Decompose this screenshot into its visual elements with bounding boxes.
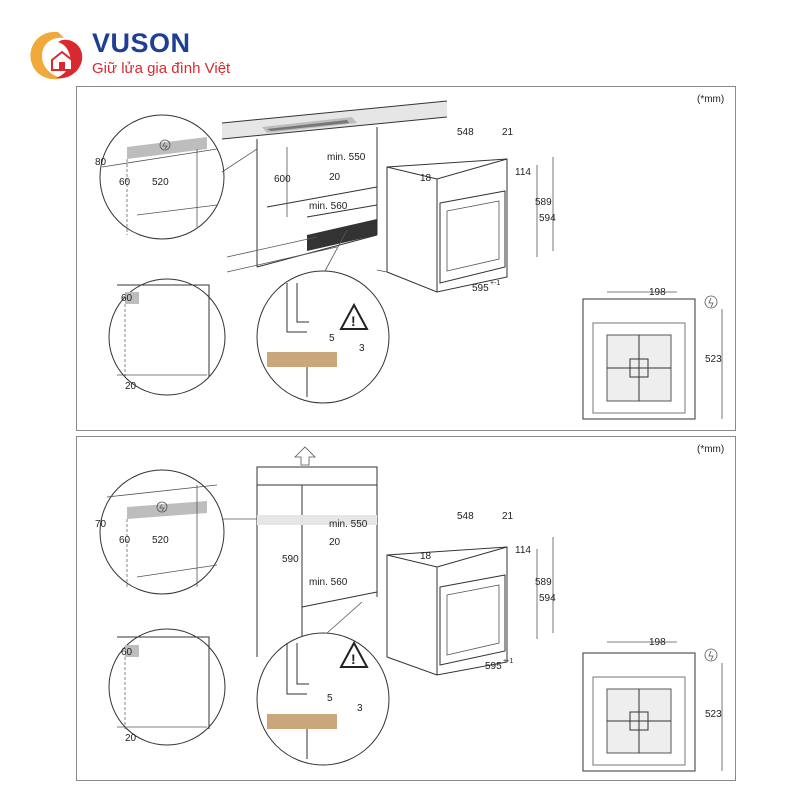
- dim-60-bottom: 60: [121, 293, 133, 304]
- dim-5: 5: [327, 693, 333, 704]
- power-socket-icon-side: [704, 648, 718, 662]
- dim-18: 18: [420, 551, 432, 562]
- wood-panel: [267, 714, 337, 729]
- dim-595-tolerance: +-1: [503, 658, 513, 665]
- dim-3: 3: [359, 343, 365, 354]
- brand-tagline: Giữ lửa gia đình Việt: [92, 60, 231, 77]
- dim-60-bottom: 60: [121, 647, 133, 658]
- dim-70: 70: [95, 519, 107, 530]
- unit-note: (*mm): [697, 94, 724, 105]
- brand-name: VUSON: [92, 28, 191, 58]
- oven-side-view: [582, 298, 696, 420]
- detail-circle-vent: [256, 270, 390, 404]
- vent-grille: [307, 219, 377, 251]
- warning-triangle-icon: [339, 640, 369, 668]
- installation-diagram-column: (*mm) 590 min. 550 20 min. 560 70 60 520: [76, 436, 736, 781]
- detail-circle-top: [99, 469, 225, 595]
- dim-595-tolerance: +-1: [490, 280, 500, 287]
- power-socket-icon: [159, 139, 171, 151]
- oven-front: [386, 158, 508, 293]
- dim-min550: min. 550: [327, 152, 366, 163]
- dim-80: 80: [95, 157, 107, 168]
- dim-114: 114: [515, 545, 531, 556]
- dim-198: 198: [649, 287, 666, 298]
- oven-front: [386, 546, 508, 676]
- dim-590: 590: [282, 554, 299, 565]
- power-socket-icon-side: [704, 295, 718, 309]
- dim-60-top: 60: [119, 177, 131, 188]
- dim-594: 594: [539, 213, 556, 224]
- dim-548: 548: [457, 127, 474, 138]
- dim-21: 21: [502, 127, 514, 138]
- dim-548: 548: [457, 511, 474, 522]
- dim-520: 520: [152, 177, 169, 188]
- dim-589: 589: [535, 577, 552, 588]
- warning-triangle-icon: [339, 302, 369, 330]
- detail-circle-bottom-left: [108, 278, 226, 396]
- dim-min550: min. 550: [329, 519, 368, 530]
- wood-panel: [267, 352, 337, 367]
- dim-114: 114: [515, 167, 531, 178]
- dim-5: 5: [329, 333, 335, 344]
- dim-523: 523: [705, 709, 722, 720]
- diagram-drawing: (*mm) 600 min. 550 20 min. 560 80 60 520: [95, 94, 724, 420]
- installation-diagram-countertop: (*mm) 600 min. 550 20 min. 560 80 60 520: [76, 86, 736, 431]
- power-socket-icon: [156, 501, 168, 513]
- dim-595: 595: [485, 661, 502, 672]
- detail-circle-vent: [256, 632, 390, 766]
- dim-595: 595: [472, 283, 489, 294]
- svg-text:!: !: [351, 651, 356, 667]
- dim-18: 18: [420, 173, 432, 184]
- dim-520: 520: [152, 535, 169, 546]
- brand-logo: VUSON Giữ lửa gia đình Việt: [22, 26, 282, 86]
- dim-589: 589: [535, 197, 552, 208]
- dim-20-cabinet: 20: [329, 537, 341, 548]
- dim-523: 523: [705, 354, 722, 365]
- dim-3: 3: [357, 703, 363, 714]
- dim-min560: min. 560: [309, 577, 348, 588]
- detail-circle-top: [99, 114, 225, 240]
- dim-min560: min. 560: [309, 201, 348, 212]
- dim-60-top: 60: [119, 535, 131, 546]
- svg-text:!: !: [351, 313, 356, 329]
- oven-side-view: [582, 652, 696, 772]
- dim-198: 198: [649, 637, 666, 648]
- dim-21: 21: [502, 511, 514, 522]
- cabinet-shelf: [257, 515, 377, 525]
- detail-circle-bottom-left: [108, 628, 226, 746]
- diagram-drawing: (*mm) 590 min. 550 20 min. 560 70 60 520: [95, 444, 724, 772]
- unit-note: (*mm): [697, 444, 724, 455]
- vuson-logo-icon: [30, 31, 83, 80]
- dim-600: 600: [274, 174, 291, 185]
- lift-arrow-icon: [294, 446, 316, 466]
- dim-594: 594: [539, 593, 556, 604]
- dim-20-bottom: 20: [125, 381, 137, 392]
- dim-20-bottom: 20: [125, 733, 137, 744]
- dim-20-cabinet: 20: [329, 172, 341, 183]
